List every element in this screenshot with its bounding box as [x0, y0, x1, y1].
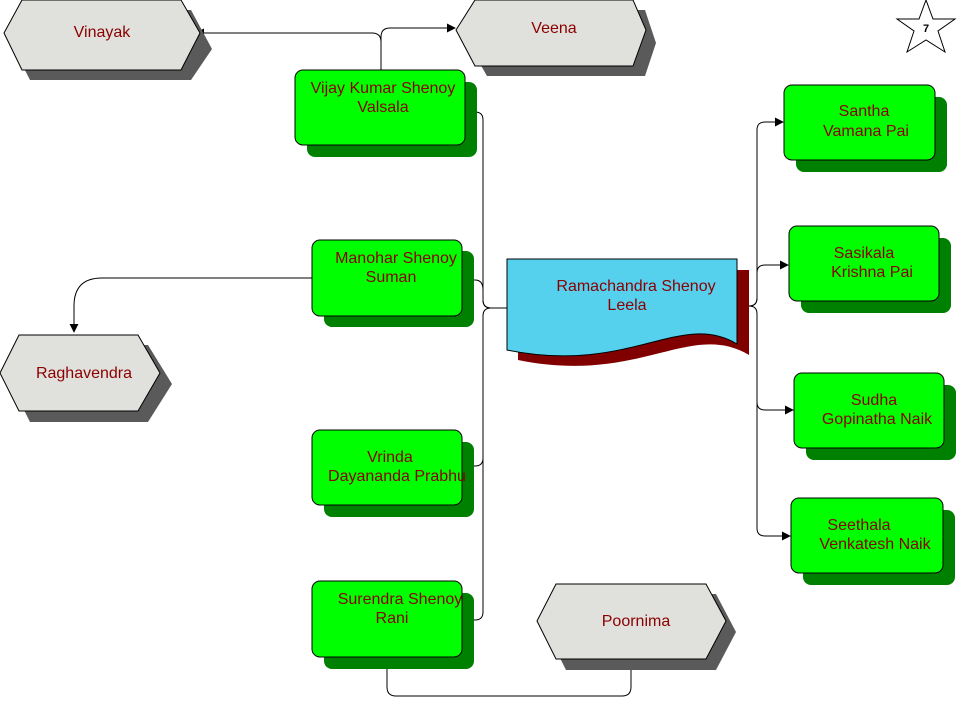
page-number-star: 7 — [895, 0, 957, 54]
hex-label-poornima: Poornima — [602, 613, 671, 630]
person-box-vijay: Vijay Kumar Shenoy Valsala — [294, 69, 477, 157]
box-line1: Sudha — [851, 392, 897, 409]
box-line1: Sasikala — [834, 245, 895, 262]
box-shape — [311, 239, 463, 317]
box-line2: Venkatesh Naik — [819, 536, 931, 553]
box-shape — [294, 69, 466, 146]
connector-center-surendra — [462, 458, 484, 625]
connector-vijay-vinayak — [195, 28, 382, 70]
box-line1: Vijay Kumar Shenoy — [311, 80, 456, 97]
person-box-surendra: Surendra Shenoy Rani — [311, 580, 474, 669]
box-line2: Suman — [366, 269, 417, 286]
connector-center-seethala — [756, 402, 791, 541]
connector-center-sasikala — [748, 260, 789, 307]
hex-poornima: Poornima — [536, 583, 736, 670]
box-line2: Rani — [376, 610, 409, 627]
box-shape — [311, 429, 463, 506]
box-line2: Krishna Pai — [831, 264, 913, 281]
hex-label-vinayak: Vinayak — [74, 24, 132, 41]
hex-label-veena: Veena — [531, 20, 576, 37]
box-line2: Dayananda Prabhu — [328, 468, 466, 485]
box-line1: Surendra Shenoy — [338, 591, 463, 608]
box-shape — [793, 372, 945, 449]
hex-raghavendra: Raghavendra — [0, 334, 172, 422]
hex-shape — [3, 0, 201, 71]
hex-shape — [455, 0, 647, 67]
center-couple-node: Ramachandra Shenoy Leela — [506, 258, 749, 366]
page-number: 7 — [923, 23, 929, 35]
center-shape — [506, 258, 738, 357]
connector-center-sudha — [748, 305, 794, 415]
connector-vijay-veena — [380, 23, 456, 70]
center-line1: Ramachandra Shenoy — [556, 278, 715, 295]
connectors — [69, 23, 794, 697]
hex-vinayak: Vinayak — [3, 0, 212, 80]
box-line1: Vrinda — [367, 449, 413, 466]
hex-shape — [0, 334, 161, 412]
hex-shape — [536, 583, 727, 660]
hex-veena: Veena — [455, 0, 656, 76]
center-line2: Leela — [607, 297, 646, 314]
star-icon — [895, 0, 957, 54]
person-box-santha: Santha Vamana Pai — [783, 84, 947, 172]
person-box-seethala: Seethala Venkatesh Naik — [790, 497, 955, 585]
box-shape — [311, 580, 463, 658]
hex-label-raghavendra: Raghavendra — [36, 365, 132, 382]
box-line1: Manohar Shenoy — [335, 250, 457, 267]
person-box-manohar: Manohar Shenoy Suman — [311, 239, 474, 327]
connector-center-santha — [748, 117, 784, 307]
box-shape — [783, 84, 936, 161]
box-shape — [790, 497, 944, 574]
box-line2: Gopinatha Naik — [822, 411, 933, 428]
box-line1: Seethala — [827, 517, 890, 534]
person-box-sudha: Sudha Gopinatha Naik — [793, 372, 956, 460]
connector-surendra-poornima — [386, 657, 636, 697]
box-line1: Santha — [839, 103, 890, 120]
connector-center-vrinda — [462, 307, 507, 471]
person-box-sasikala: Sasikala Krishna Pai — [788, 225, 951, 313]
connector-center-manohar — [464, 275, 492, 309]
box-line2: Vamana Pai — [823, 123, 909, 140]
box-line2: Valsala — [357, 99, 408, 116]
connector-manohar-raghavendra — [69, 277, 312, 333]
box-shape — [788, 225, 940, 302]
person-box-vrinda: Vrinda Dayananda Prabhu — [311, 429, 474, 517]
